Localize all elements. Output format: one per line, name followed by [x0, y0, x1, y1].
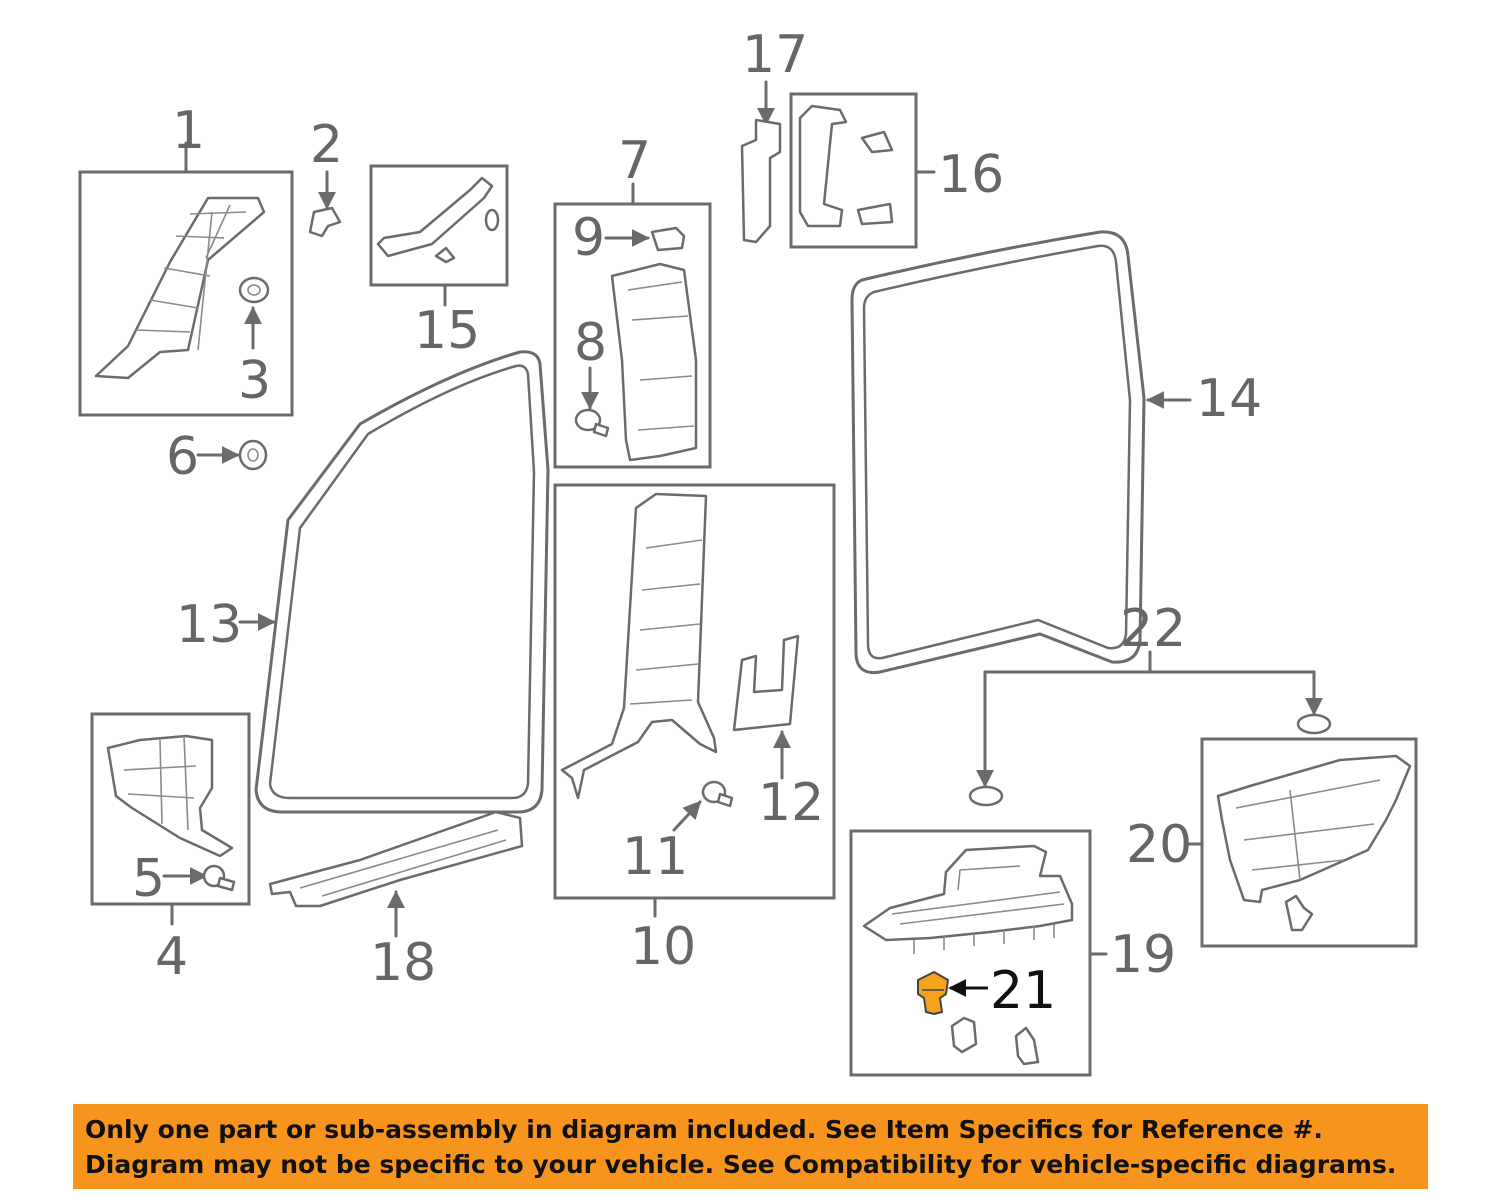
highlighted-bolt-21	[917, 971, 949, 1015]
part-20-group: 20	[1126, 737, 1418, 948]
upper-b-pillar-trim	[610, 262, 698, 462]
callout-12: 12	[758, 773, 824, 833]
clip-9	[650, 226, 686, 252]
callout-11: 11	[622, 827, 688, 887]
callout-14: 14	[1196, 369, 1262, 429]
a-pillar-trim	[94, 196, 266, 380]
plug-22-left	[968, 785, 1004, 807]
scuff-plate-18	[268, 810, 524, 908]
front-door-seal-13	[254, 350, 550, 814]
part-15-group: 15	[369, 164, 509, 361]
callout-17: 17	[742, 25, 808, 85]
callout-6: 6	[166, 427, 199, 487]
part-19-group: 19 21	[849, 829, 1176, 1077]
screw-5	[202, 864, 236, 892]
part-16-group: 16	[789, 92, 1004, 249]
part-1-group: 3	[78, 141, 294, 417]
callout-7: 7	[618, 131, 651, 191]
part-7-group: 7 9 8	[553, 131, 712, 469]
disclaimer-banner: Only one part or sub-assembly in diagram…	[73, 1104, 1428, 1189]
bracket-12	[732, 634, 800, 732]
callout-8: 8	[574, 313, 607, 373]
disclaimer-line-1: Only one part or sub-assembly in diagram…	[85, 1115, 1323, 1144]
callout-21: 21	[990, 961, 1056, 1021]
clip-3	[238, 276, 270, 304]
screw-11	[701, 780, 734, 808]
part-7-box	[553, 202, 712, 469]
disclaimer-line-2: Diagram may not be specific to your vehi…	[85, 1150, 1397, 1179]
callout-20: 20	[1126, 815, 1192, 875]
callout-2: 2	[310, 115, 343, 175]
clip-2	[308, 206, 342, 238]
callout-18: 18	[370, 933, 436, 993]
callout-4: 4	[155, 927, 188, 987]
callout-1: 1	[172, 101, 205, 161]
callout-22: 22	[1120, 599, 1186, 659]
screw-8	[574, 408, 610, 438]
callout-15: 15	[414, 301, 480, 361]
callout-9: 9	[572, 208, 605, 268]
rear-door-seal-14	[850, 230, 1146, 675]
callout-16: 16	[938, 145, 1004, 205]
part-10-group: 12 11 10	[553, 483, 836, 977]
lower-b-pillar-trim	[560, 492, 718, 800]
part-4-group: 5 4	[90, 712, 251, 987]
callout-19: 19	[1110, 925, 1176, 985]
callout-5: 5	[132, 849, 165, 909]
nut-6	[238, 439, 268, 471]
part-15-box	[369, 164, 509, 287]
bracket-17	[740, 118, 782, 244]
callout-13: 13	[176, 595, 242, 655]
callout-3: 3	[238, 351, 271, 411]
part-10-box	[553, 483, 836, 900]
callout-10: 10	[630, 917, 696, 977]
plug-22-right	[1296, 713, 1332, 735]
